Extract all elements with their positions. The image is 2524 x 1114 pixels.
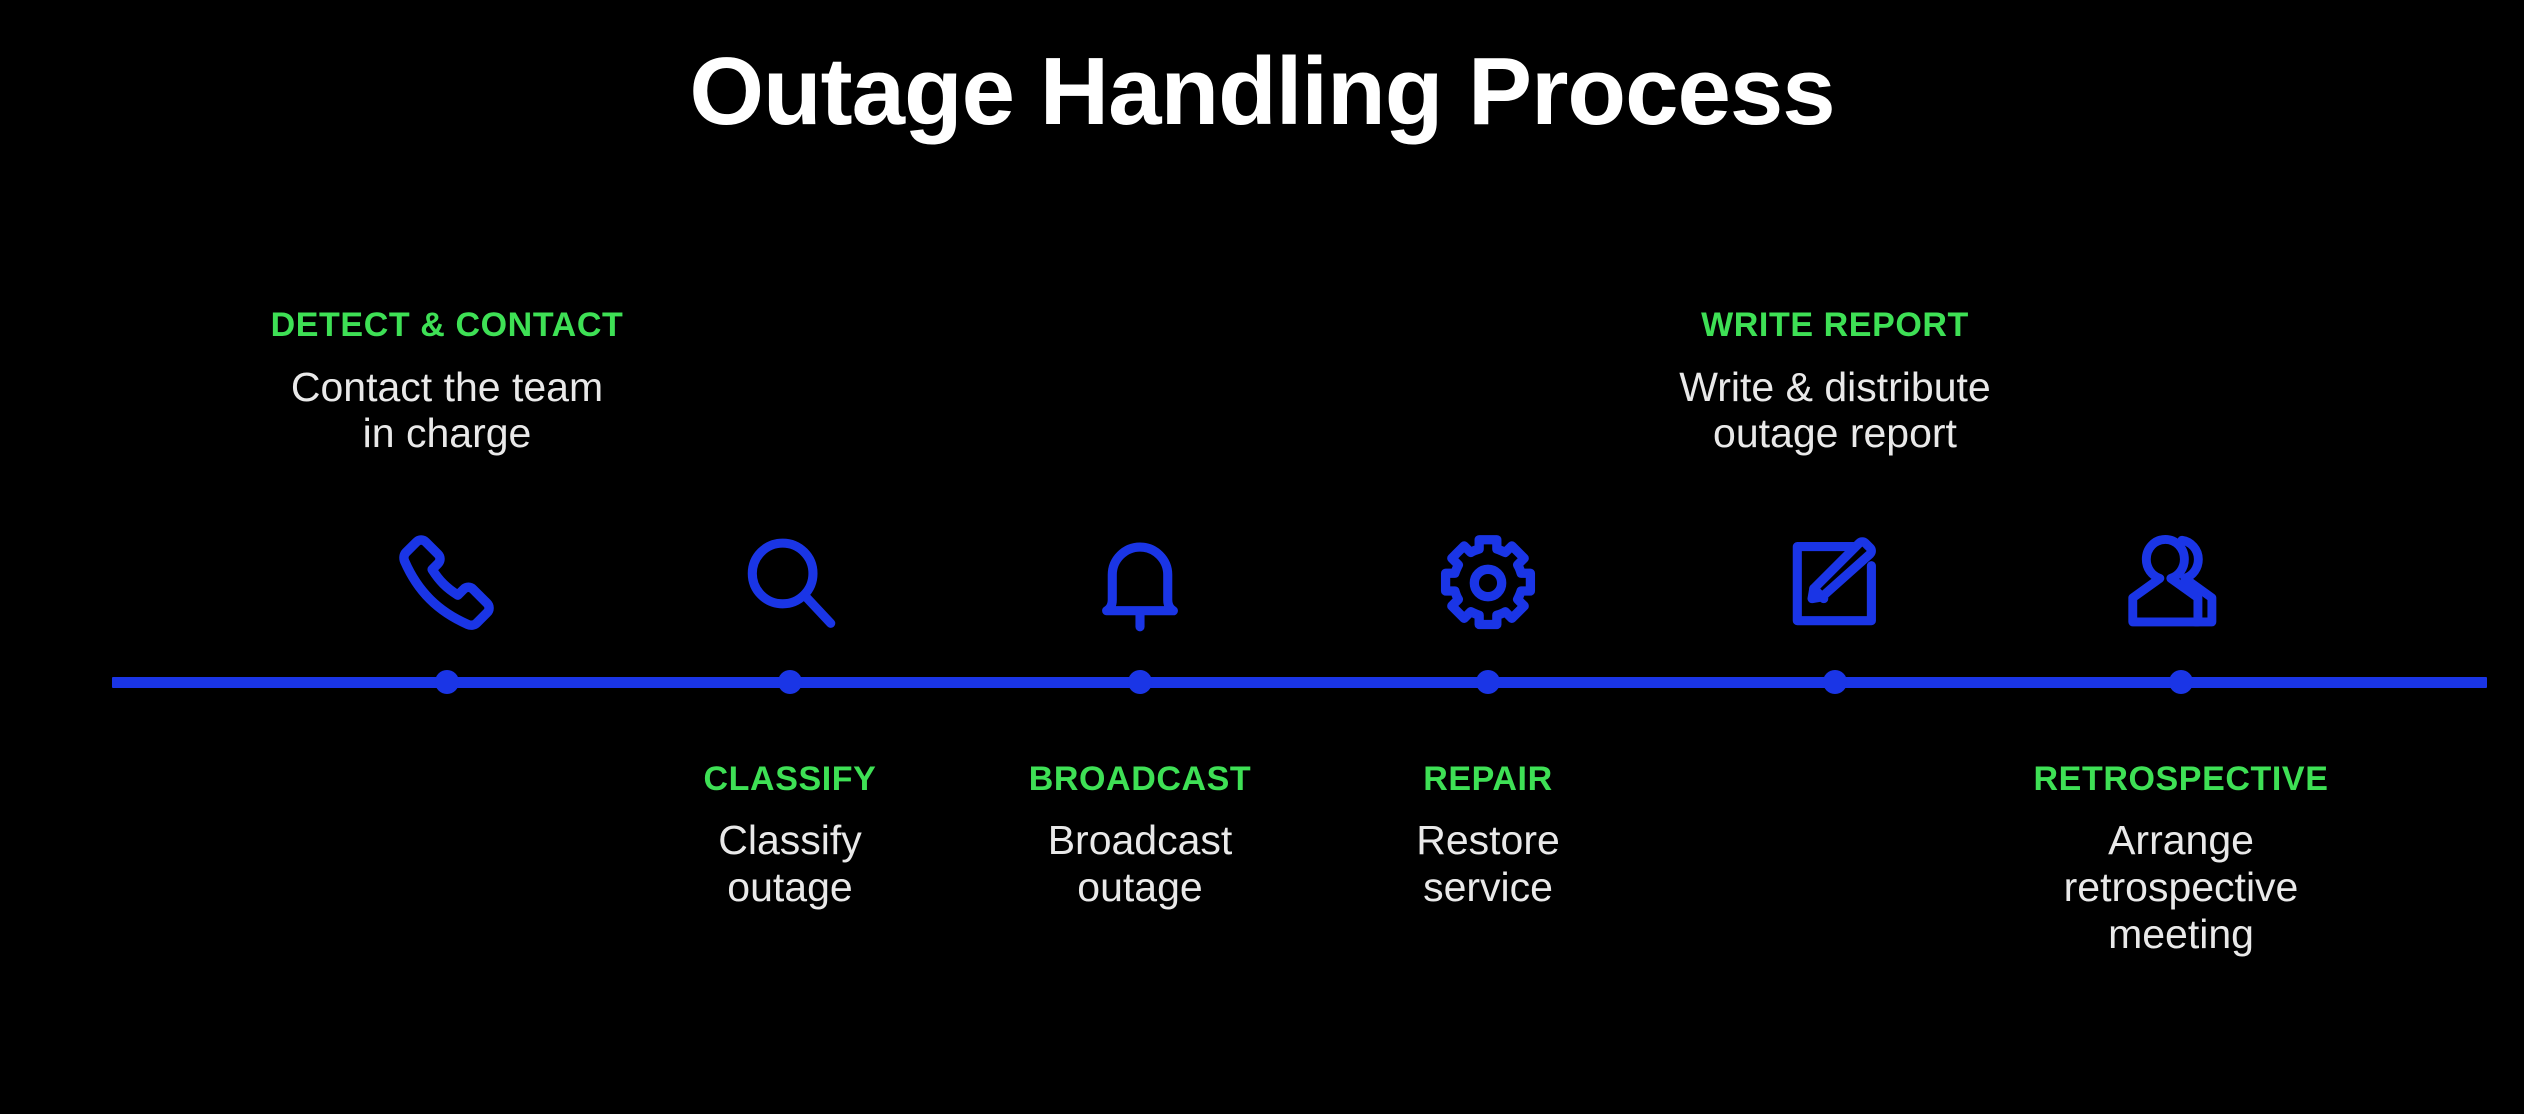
phone-icon [377, 518, 517, 648]
page-title: Outage Handling Process [689, 38, 1835, 145]
step-description-classify: Classify outage [530, 817, 1050, 910]
step-block-broadcast: BROADCAST Broadcast outage [880, 760, 1400, 911]
bell-icon [1070, 518, 1210, 648]
step-description-line: Classify [718, 817, 862, 864]
step-description-line: outage [727, 863, 853, 910]
search-icon [720, 518, 860, 648]
timeline-dot-detect-contact[interactable] [435, 670, 459, 694]
timeline-axis [112, 677, 2487, 688]
timeline-dot-classify[interactable] [778, 670, 802, 694]
timeline-dot-write-report[interactable] [1823, 670, 1847, 694]
step-block-detect-contact: DETECT & CONTACT Contact the team in cha… [187, 306, 707, 457]
step-description-line: outage [1077, 863, 1203, 910]
step-label-broadcast: BROADCAST [1028, 760, 1252, 798]
step-label-classify: CLASSIFY [703, 760, 877, 798]
users-icon [2111, 518, 2251, 648]
step-block-retrospective: RETROSPECTIVE Arrange retrospective meet… [1921, 760, 2441, 957]
step-label-repair: REPAIR [1423, 760, 1553, 798]
step-description-repair: Restore service [1228, 817, 1748, 910]
step-description-line: in charge [362, 410, 532, 457]
step-description-retrospective: Arrange retrospective meeting [1921, 817, 2441, 957]
step-description-broadcast: Broadcast outage [880, 817, 1400, 910]
step-description-line: Arrange [2108, 817, 2254, 864]
timeline-dot-repair[interactable] [1476, 670, 1500, 694]
step-description-line: Restore [1416, 817, 1560, 864]
step-block-repair: REPAIR Restore service [1228, 760, 1748, 911]
step-description-write-report: Write & distribute outage report [1575, 364, 2095, 457]
step-description-line: outage report [1713, 410, 1957, 457]
step-description-line: Contact the team [290, 363, 604, 410]
step-description-line: retrospective [2063, 863, 2299, 910]
step-description-detect-contact: Contact the team in charge [187, 364, 707, 457]
step-description-line: Write & distribute [1679, 363, 1991, 410]
step-description-line: meeting [2108, 910, 2254, 957]
edit-square-icon [1765, 518, 1905, 648]
timeline-dot-retrospective[interactable] [2169, 670, 2193, 694]
step-label-retrospective: RETROSPECTIVE [2033, 760, 2329, 798]
step-block-write-report: WRITE REPORT Write & distribute outage r… [1575, 306, 2095, 457]
timeline-dot-broadcast[interactable] [1128, 670, 1152, 694]
step-description-line: Broadcast [1047, 817, 1233, 864]
gear-icon [1418, 518, 1558, 648]
step-label-write-report: WRITE REPORT [1701, 306, 1969, 345]
step-description-line: service [1423, 863, 1553, 910]
step-block-classify: CLASSIFY Classify outage [530, 760, 1050, 911]
step-label-detect-contact: DETECT & CONTACT [270, 306, 624, 345]
